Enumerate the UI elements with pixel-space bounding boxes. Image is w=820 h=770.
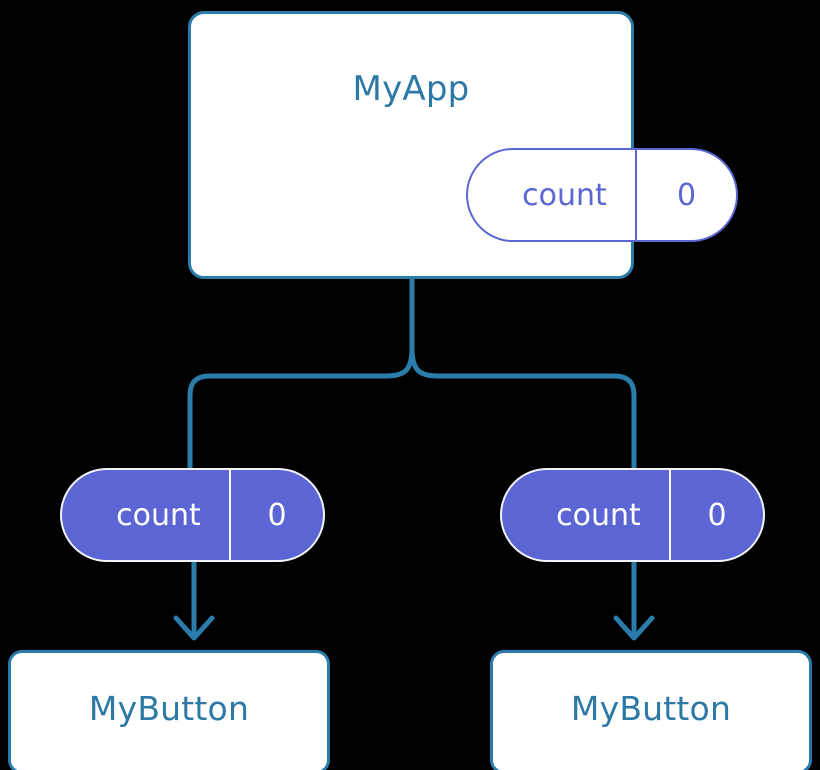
component-card-mybutton-left[interactable]: MyButton [8, 650, 330, 770]
state-pill-count[interactable]: count 0 [466, 148, 738, 242]
state-pill-key: count [522, 177, 607, 213]
component-card-myapp[interactable]: MyApp count 0 [188, 11, 738, 279]
component-card-mybutton-right[interactable]: MyButton [490, 650, 812, 770]
state-flow-branch-left [187, 345, 415, 473]
state-flow-branch-right [409, 345, 637, 473]
props-arrow-left-head [173, 615, 215, 641]
component-title-mybutton: MyButton [570, 689, 732, 728]
props-pill-count-right[interactable]: count 0 [500, 468, 765, 562]
props-pill-value: 0 [669, 470, 763, 560]
state-pill-value: 0 [635, 150, 736, 240]
props-pill-key: count [556, 497, 641, 533]
props-pill-count-left[interactable]: count 0 [60, 468, 325, 562]
component-title-mybutton: MyButton [88, 689, 250, 728]
props-arrow-right-head [613, 615, 655, 641]
props-pill-key: count [116, 497, 201, 533]
props-pill-value: 0 [229, 470, 323, 560]
component-title-myapp: MyApp [352, 69, 470, 109]
